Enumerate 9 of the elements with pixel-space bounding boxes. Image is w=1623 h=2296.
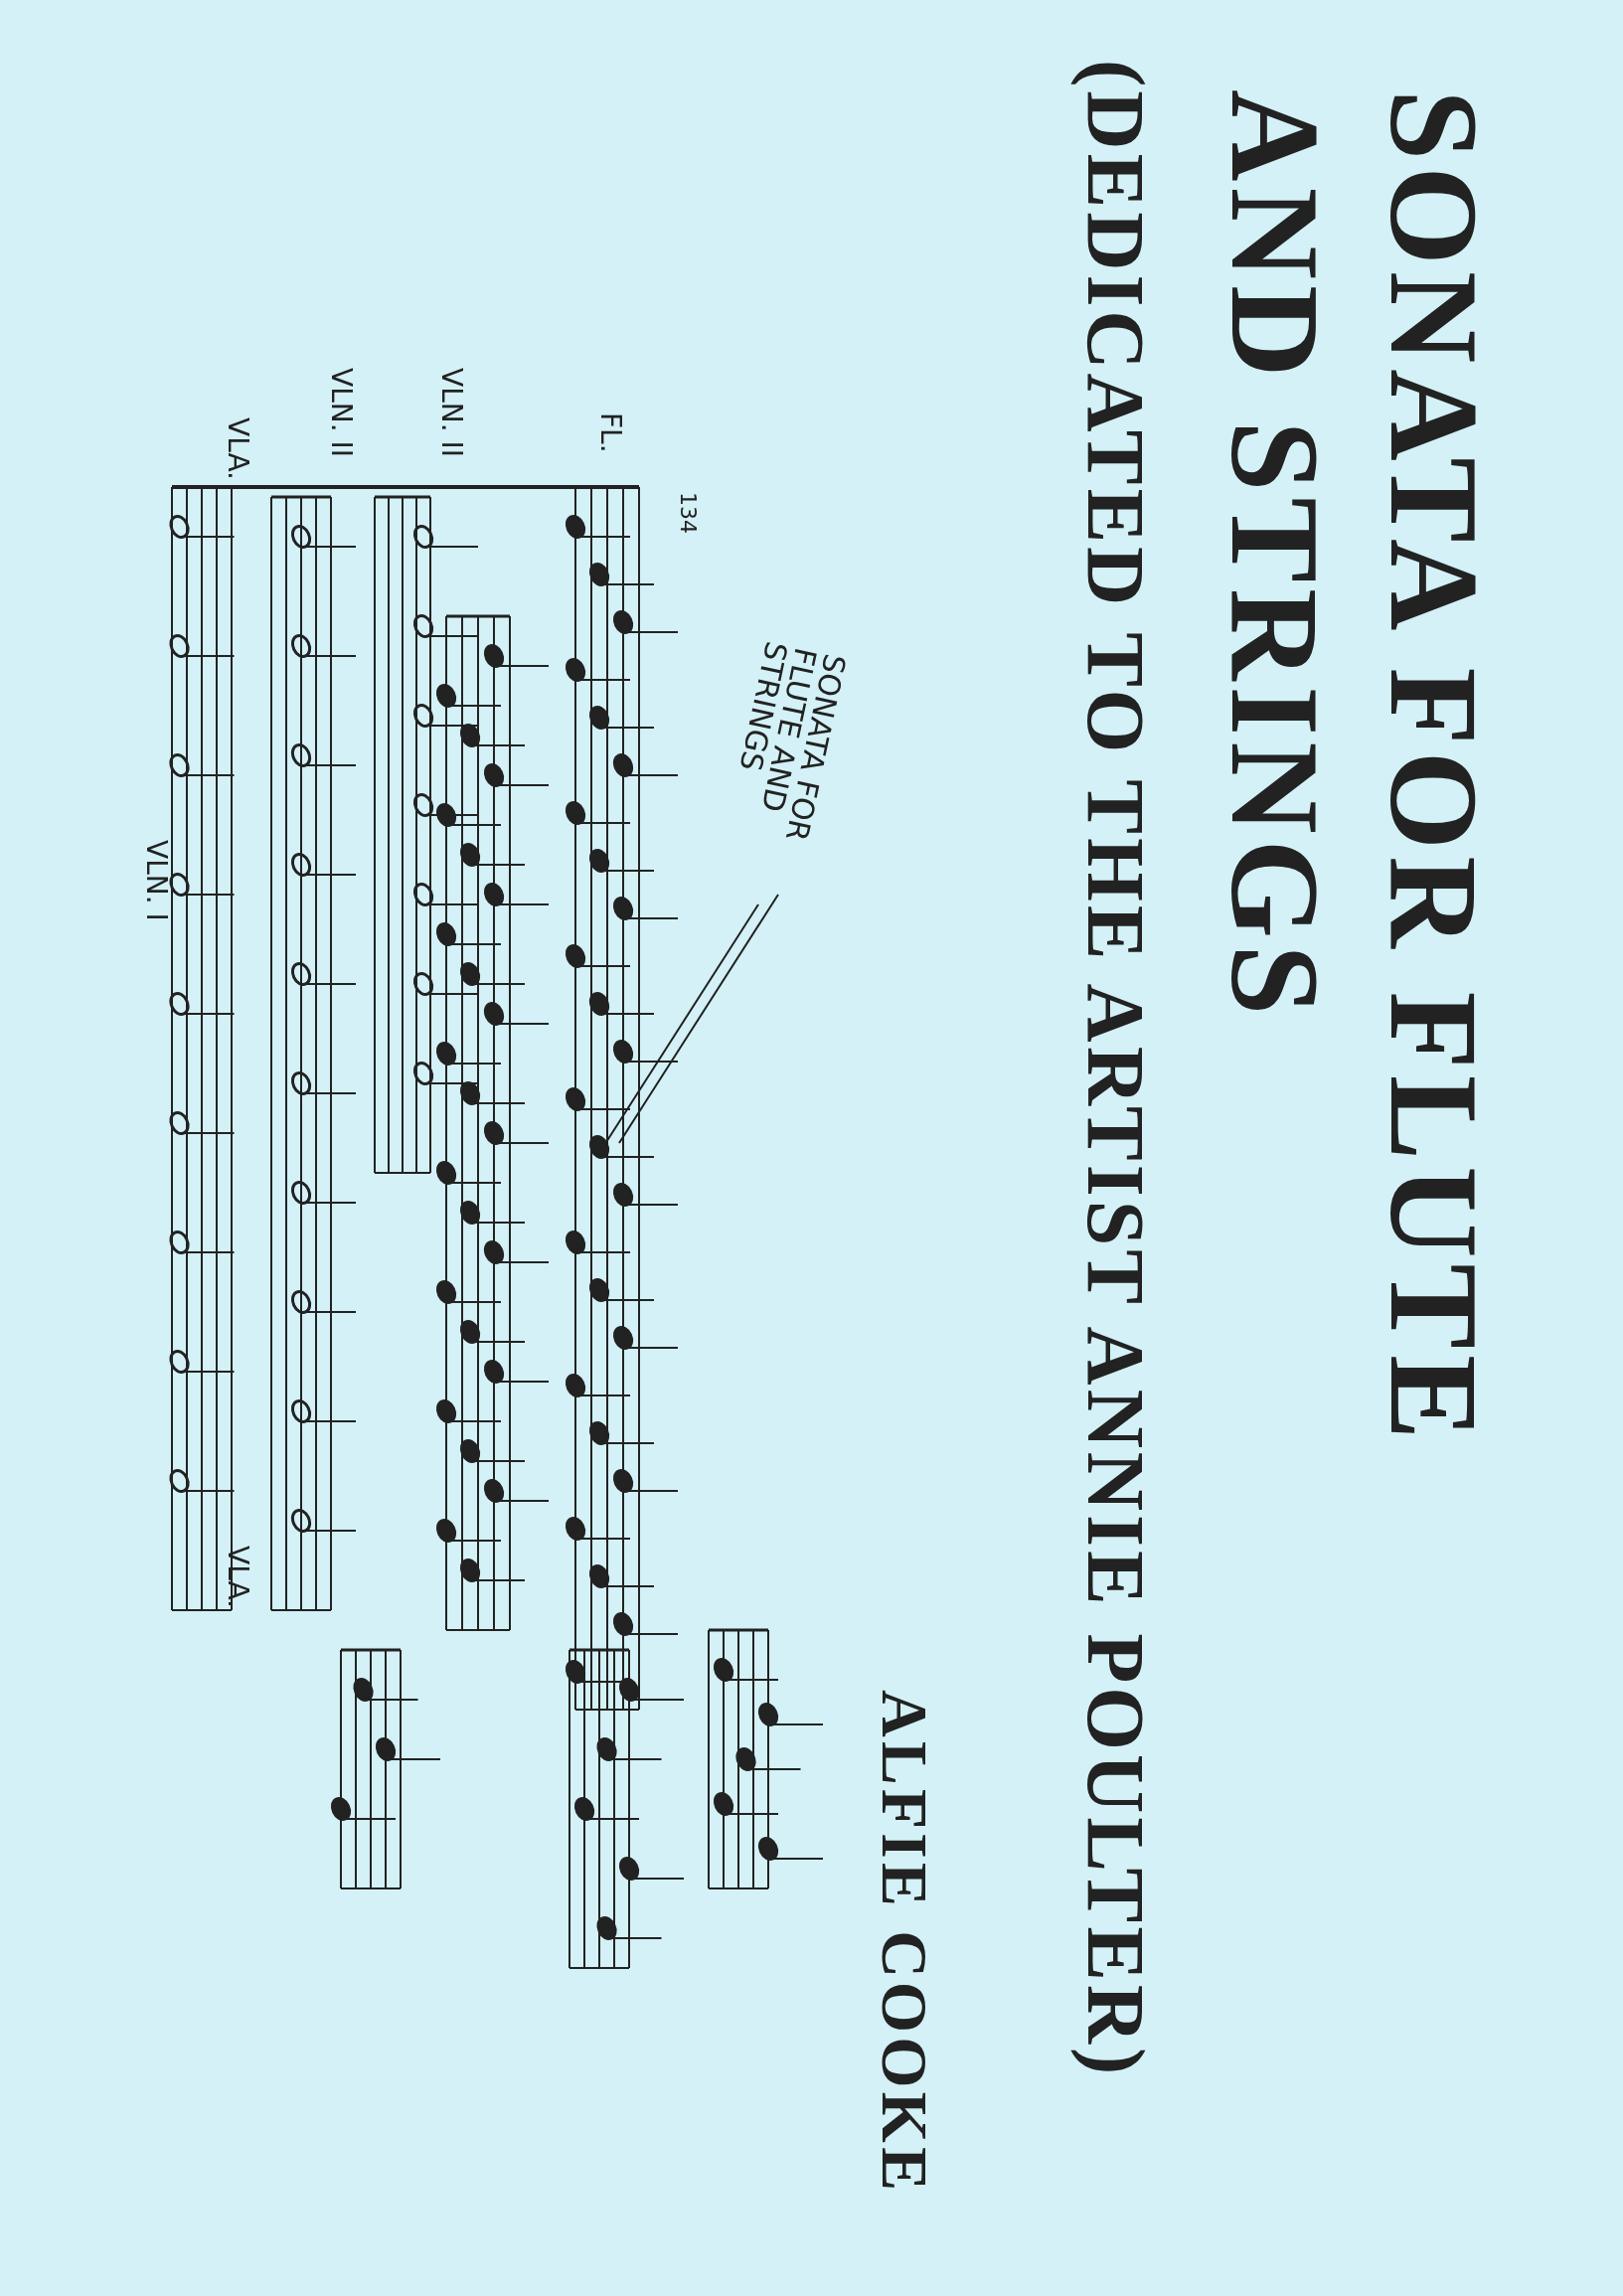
instrument-label: VLA. <box>224 417 251 480</box>
instrument-label: FL. <box>596 412 624 453</box>
composer-name: ALFIE COOKE <box>872 1690 937 2195</box>
title: SONATA FOR FLUTE AND STRINGS <box>1204 89 1506 1448</box>
measure-number: 134 <box>677 492 699 534</box>
instrument-label: VLN. II <box>437 368 465 457</box>
handwritten-title: SONATA FOR FLUTE AND STRINGS <box>731 639 850 847</box>
instrument-label: VLN. II <box>327 368 355 457</box>
instrument-label: VLN. I <box>142 840 170 921</box>
